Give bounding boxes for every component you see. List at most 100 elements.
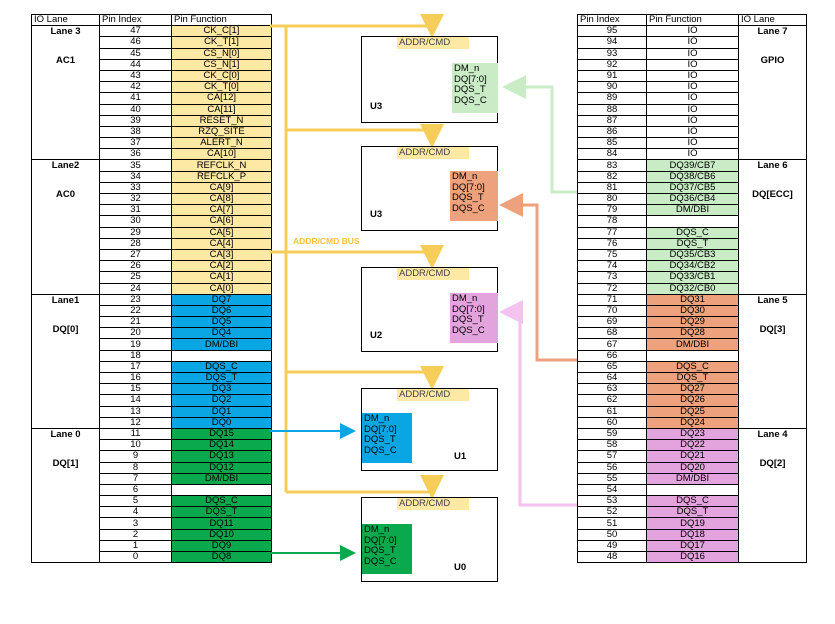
link-lane6-u3a (502, 75, 577, 194)
pin-index-cell: 86 (577, 125, 647, 139)
io-lane-group: DQ[2] (759, 457, 786, 469)
chip-name: U3 (370, 209, 383, 220)
io-lane-name: Lane1 (51, 294, 80, 306)
pin-index-cell: 80 (577, 192, 647, 206)
io-lane-group: DQ[3] (759, 323, 786, 335)
io-lane-name: Lane 0 (50, 428, 81, 440)
chip-u3-upper: ADDR/CMD DM_n DQ[7:0] DQS_T DQS_C U3 (361, 36, 498, 123)
chip-cmd-label: ADDR/CMD (397, 498, 469, 510)
chip-u1: ADDR/CMD DM_n DQ[7:0] DQS_T DQS_C U1 (361, 388, 498, 471)
pin-index-cell: 30 (99, 215, 172, 228)
table-row: 78 (577, 215, 807, 228)
signal-dqs-t: DQS_T (452, 314, 484, 326)
pin-function-cell: CA[12] (171, 92, 272, 105)
io-lane-group: AC0 (55, 189, 75, 201)
signal-dq: DQ[7:0] (364, 423, 397, 435)
bus-to-u1 (286, 366, 444, 390)
pin-function-cell: DQ37/CB5 (646, 181, 739, 195)
pin-function-cell: RZQ_SITE (171, 125, 272, 139)
addr-cmd-bus (270, 14, 444, 499)
io-lane-group: GPIO (760, 55, 785, 67)
signal-dqs-t: DQS_T (364, 434, 396, 446)
pin-function-cell: CS_N[1] (171, 58, 272, 71)
pin-function-cell: CA[7] (171, 204, 272, 217)
chip-cmd-label: ADDR/CMD (397, 268, 469, 280)
chip-signal-block: DM_n DQ[7:0] DQS_T DQS_C (450, 293, 498, 343)
chip-signal-block: DM_n DQ[7:0] DQS_T DQS_C (450, 171, 498, 221)
pin-function-cell: CA[9] (171, 181, 272, 195)
pin-function-cell: DQS_C (646, 226, 739, 239)
link-lane5-u3b (499, 193, 577, 362)
pin-index-cell: 36 (99, 148, 172, 161)
signal-dqs-c: DQS_C (364, 444, 397, 456)
signal-dqs-c: DQS_C (452, 324, 485, 336)
pin-index-cell: 38 (99, 125, 172, 139)
pin-function-cell (646, 483, 739, 497)
pin-index-cell: 77 (577, 226, 647, 239)
signal-dm-n: DM_n (364, 524, 390, 535)
io-lane-group: DQ[ECC] (752, 189, 793, 201)
signal-dq: DQ[7:0] (452, 181, 485, 193)
io-lane-name: Lane 6 (757, 160, 788, 172)
pin-index-cell: 33 (99, 181, 172, 195)
link-lane4-u2 (499, 300, 577, 507)
signal-dq: DQ[7:0] (452, 303, 485, 315)
bus-label: ADDR/CMD BUS (293, 236, 360, 246)
chip-u0: ADDR/CMD DM_n DQ[7:0] DQS_T DQS_C U0 (361, 497, 498, 582)
pin-function-cell: DQ18 (646, 528, 739, 541)
signal-dq: DQ[7:0] (364, 534, 397, 546)
pin-function-cell: DQ39/CB7 (646, 159, 739, 172)
bus-link-upper (270, 24, 288, 492)
pin-function-cell: IO (646, 125, 739, 139)
pin-function-cell: CA[10] (171, 148, 272, 161)
chip-signal-block: DM_n DQ[7:0] DQS_T DQS_C (362, 524, 412, 574)
pin-function-cell: IO (646, 137, 739, 150)
pin-function-cell: CA[4] (171, 237, 272, 250)
pin-index-cell: 34 (99, 170, 172, 183)
chip-name: U2 (370, 330, 383, 341)
io-lane-group: AC1 (55, 55, 75, 67)
pin-function-cell (646, 215, 739, 228)
